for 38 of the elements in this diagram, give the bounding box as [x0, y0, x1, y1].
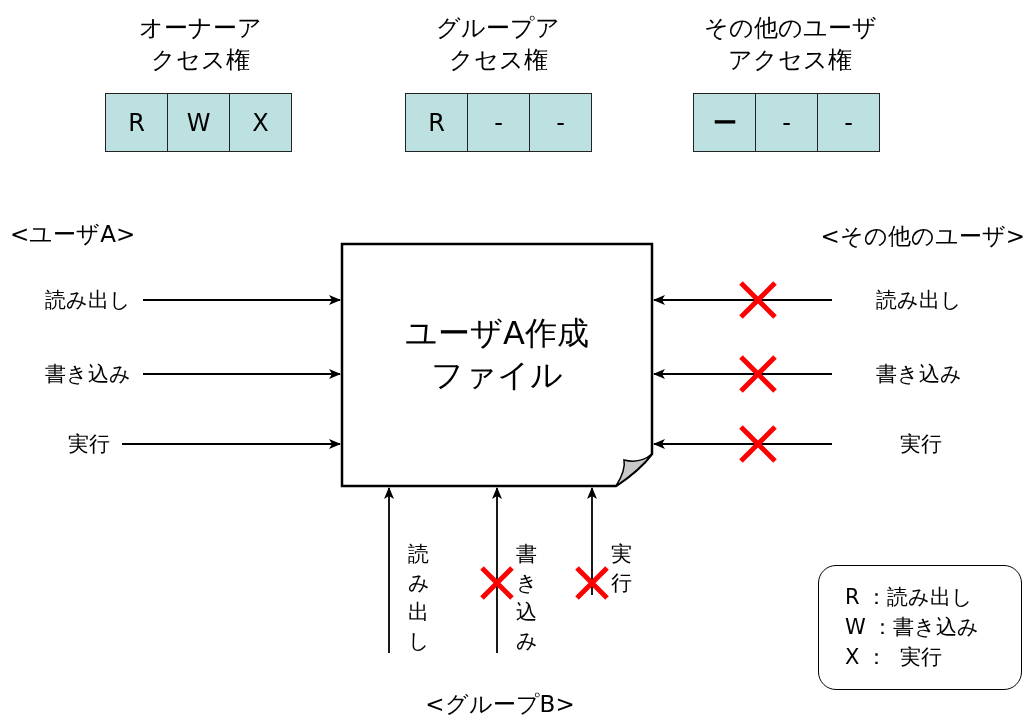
group-heading: <その他のユーザ> — [819, 222, 1025, 251]
arrow — [587, 487, 597, 596]
permission-cell: R — [105, 93, 168, 152]
group-heading: <ユーザA> — [10, 220, 137, 249]
arrow — [142, 369, 341, 379]
arrow — [121, 439, 341, 449]
arrow — [653, 439, 833, 449]
access-label: 実行 — [68, 431, 110, 457]
permission-cell: - — [529, 93, 592, 152]
access-label: 書き込み — [497, 540, 538, 665]
file-name: ユーザA作成ファイル — [404, 313, 590, 396]
access-label: 読み出し — [832, 287, 962, 313]
permission-cell: W — [167, 93, 230, 152]
arrow — [653, 295, 833, 305]
permission-cell: - — [817, 93, 880, 152]
permission-cell: - — [467, 93, 530, 152]
access-label: 書き込み — [45, 361, 131, 387]
group-heading: <グループB> — [424, 690, 576, 719]
access-label: 読み出し — [389, 540, 430, 665]
column-heading: グループアクセス権 — [435, 13, 561, 76]
legend-box — [818, 565, 1022, 690]
column-heading: オーナーアクセス権 — [137, 13, 263, 76]
arrow — [142, 295, 341, 305]
permission-cell: ー — [693, 93, 756, 152]
legend-entry: W ：書き込み — [845, 614, 980, 641]
access-label: 実行 — [592, 540, 633, 665]
arrow — [384, 487, 394, 654]
access-label: 書き込み — [832, 361, 962, 387]
permission-cell: X — [229, 93, 292, 152]
permission-cell: - — [755, 93, 818, 152]
arrow — [492, 487, 502, 654]
arrow — [653, 369, 833, 379]
access-label: 実行 — [832, 431, 942, 457]
legend-entry: X ： 実行 — [845, 644, 943, 671]
column-heading: その他のユーザアクセス権 — [702, 13, 878, 76]
access-label: 読み出し — [45, 287, 131, 313]
legend-entry: R ：読み出し — [845, 584, 974, 611]
permission-cell: R — [405, 93, 468, 152]
